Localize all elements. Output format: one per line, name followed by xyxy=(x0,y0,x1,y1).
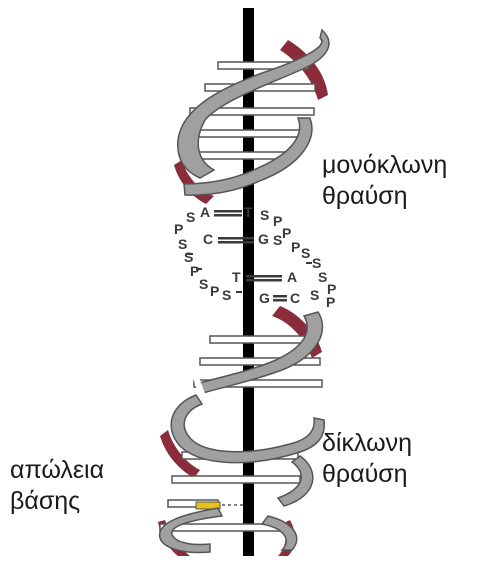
melted-region-sequence: P S A T S P S P C G S S P S S P T A S P … xyxy=(174,204,336,310)
seq-letter: P xyxy=(291,239,300,255)
seq-letter: P xyxy=(210,283,219,299)
seq-letter: S xyxy=(301,245,310,261)
seq-letter: A xyxy=(287,269,297,285)
seq-letter: S xyxy=(260,207,269,223)
seq-letter: G xyxy=(258,231,269,247)
seq-letter: S xyxy=(310,287,319,303)
label-line: θραύση xyxy=(322,181,447,212)
seq-letter: P xyxy=(326,294,335,310)
label-line: απώλεια xyxy=(10,455,104,486)
label-line: μονόκλωνη xyxy=(322,150,447,181)
double-strand-break-label: δίκλωνη θραύση xyxy=(322,428,412,490)
seq-letter: S xyxy=(199,276,208,292)
label-line: θραύση xyxy=(322,459,412,490)
seq-letter: S xyxy=(222,287,231,303)
seq-letter: S xyxy=(273,232,282,248)
seq-letter: C xyxy=(290,290,300,306)
seq-letter: P xyxy=(174,221,183,237)
seq-letter: P xyxy=(190,263,199,279)
lower-grey-ribbon-5 xyxy=(262,516,297,550)
seq-letter: S xyxy=(318,269,327,285)
seq-letter: P xyxy=(282,225,291,241)
seq-letter: P xyxy=(273,213,282,229)
label-line: βάσης xyxy=(10,486,104,517)
base-loss-label: απώλεια βάσης xyxy=(10,455,104,517)
label-line: δίκλωνη xyxy=(322,428,412,459)
seq-letter: C xyxy=(203,231,213,247)
seq-letter: T xyxy=(232,269,241,285)
seq-letter: T xyxy=(244,204,253,220)
single-strand-break-label: μονόκλωνη θραύση xyxy=(322,150,447,212)
seq-letter: A xyxy=(200,204,210,220)
seq-letter: G xyxy=(259,290,270,306)
seq-letter: S xyxy=(186,209,195,225)
